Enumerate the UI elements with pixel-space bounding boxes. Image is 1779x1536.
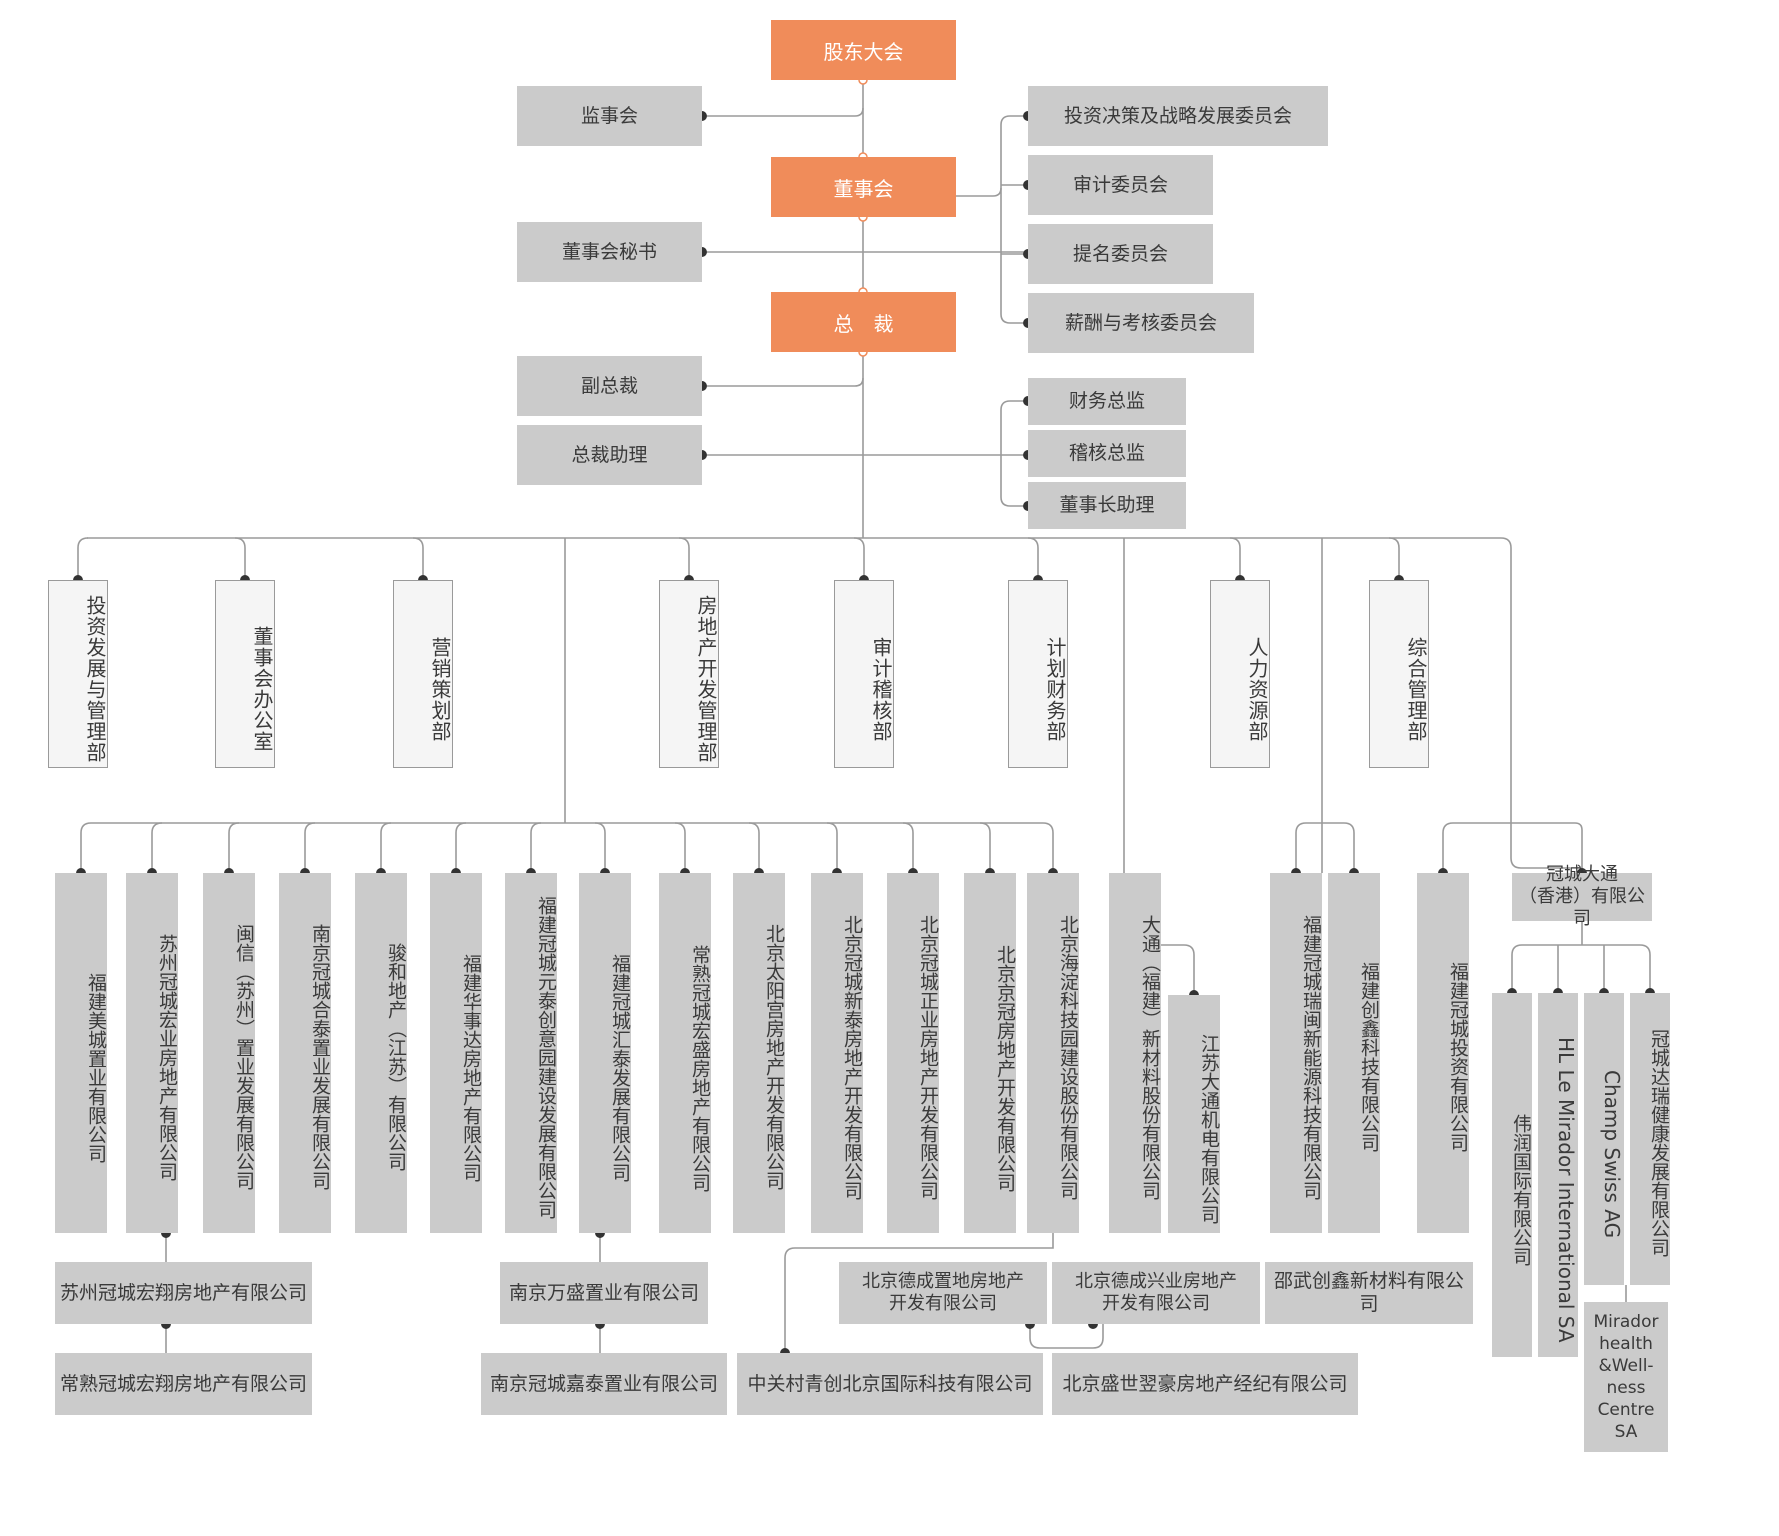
- connector-line: [853, 537, 865, 580]
- board-secretary-box: 董事会秘书: [517, 222, 702, 282]
- guancheng-investment-box: 福建冠城投资有限公司: [1417, 873, 1469, 1233]
- mirador-wellness-box: Mirador health &Well- ness Centre SA: [1584, 1302, 1668, 1452]
- subsidiary-box: 骏和地产（江苏）有限公司: [355, 873, 407, 1233]
- connector-line: [1027, 537, 1039, 580]
- connector-line: [530, 822, 542, 873]
- shareholders-meeting-box: 股东大会: [771, 20, 956, 80]
- vice-president-box: 副总裁: [517, 356, 702, 416]
- dept-human-resources: 人力资源部: [1210, 580, 1270, 768]
- supervisory-board-box: 监事会: [517, 86, 702, 146]
- officer-audit-director: 稽核总监: [1028, 430, 1186, 477]
- datong-main-box: 大通（福建）新材料股份有限公司: [1109, 873, 1161, 1233]
- board-of-directors-box: 董事会: [771, 157, 956, 217]
- hk-holding-box: 冠城大通 （香港）有限公司: [1512, 864, 1652, 929]
- committee-nomination: 提名委员会: [1028, 224, 1213, 284]
- connector-line: [784, 1233, 1054, 1353]
- subsidiary-box: 常熟冠城宏盛房地产有限公司: [659, 873, 711, 1233]
- dept-audit: 审计稽核部: [834, 580, 894, 768]
- connector-line: [1000, 400, 1028, 507]
- officer-chairman-assistant: 董事长助理: [1028, 482, 1186, 529]
- ruimin-energy-box: 福建冠城瑞闽新能源科技有限公司: [1270, 873, 1322, 1233]
- connector-line: [902, 822, 914, 873]
- connector-line: [678, 537, 690, 580]
- connector-line: [304, 822, 316, 873]
- connector-line: [80, 822, 92, 873]
- zhongguancun-box: 中关村青创北京国际科技有限公司: [737, 1353, 1043, 1415]
- connector-line: [826, 822, 838, 873]
- nanjing-jiatai-box: 南京冠城嘉泰置业有限公司: [481, 1353, 727, 1415]
- connector-line: [380, 822, 392, 873]
- dept-real-estate-development: 房地产开发管理部: [659, 580, 719, 768]
- connector-line: [412, 537, 424, 580]
- connector-line: [1124, 944, 1195, 995]
- hk-sub-weirun: 伟润国际有限公司: [1492, 993, 1532, 1357]
- connector-line: [702, 107, 864, 117]
- connector-line: [1229, 537, 1241, 580]
- hk-sub-le-mirador: HL Le Mirador International SA: [1538, 993, 1578, 1357]
- subsidiary-box: 苏州冠城宏业房地产有限公司: [126, 873, 178, 1233]
- datong-sub-box: 江苏大通机电有限公司: [1168, 995, 1220, 1233]
- connector-line: [151, 822, 163, 873]
- dept-investment-development: 投资发展与管理部: [48, 580, 108, 768]
- connector-line: [1388, 537, 1400, 580]
- shaowu-box: 邵武创鑫新材料有限公司: [1265, 1262, 1473, 1324]
- subsidiary-box: 闽信（苏州）置业发展有限公司: [203, 873, 255, 1233]
- dept-general-management: 综合管理部: [1369, 580, 1429, 768]
- subsidiary-box: 福建冠城汇泰发展有限公司: [579, 873, 631, 1233]
- connector-line: [594, 822, 606, 873]
- connector-line: [1500, 537, 1570, 869]
- hk-sub-darui-health: 冠城达瑞健康发展有限公司: [1630, 993, 1670, 1285]
- connector-line: [234, 537, 246, 580]
- subsidiary-box: 北京京冠房地产开发有限公司: [964, 873, 1016, 1233]
- hk-sub-champ-swiss: Champ Swiss AG: [1584, 993, 1624, 1285]
- connector-line: [1295, 822, 1355, 873]
- president-box: 总 裁: [771, 292, 956, 352]
- connector-line: [748, 822, 760, 873]
- subsidiary-box: 南京冠城合泰置业发展有限公司: [279, 873, 331, 1233]
- decheng-zhidi-box: 北京德成置地房地产 开发有限公司: [839, 1262, 1047, 1324]
- subsidiary-box: 福建冠城元泰创意园建设发展有限公司: [505, 873, 557, 1233]
- dept-board-office: 董事会办公室: [215, 580, 275, 768]
- committee-audit: 审计委员会: [1028, 155, 1213, 215]
- connector-line: [455, 822, 467, 873]
- subsidiary-box: 北京海淀科技园建设股份有限公司: [1027, 873, 1079, 1233]
- committee-investment-strategy: 投资决策及战略发展委员会: [1028, 86, 1328, 146]
- connector-line: [674, 822, 686, 873]
- committee-remuneration: 薪酬与考核委员会: [1028, 293, 1254, 353]
- dept-marketing: 营销策划部: [393, 580, 453, 768]
- dept-planning-finance: 计划财务部: [1008, 580, 1068, 768]
- nanjing-wansheng-box: 南京万盛置业有限公司: [500, 1262, 708, 1324]
- connector-line: [228, 822, 240, 873]
- shengshi-box: 北京盛世翌豪房地产经纪有限公司: [1052, 1353, 1358, 1415]
- subsidiary-box: 福建华事达房地产有限公司: [430, 873, 482, 1233]
- subsidiary-box: 北京冠城新泰房地产开发有限公司: [811, 873, 863, 1233]
- suzhou-hongxiang-box: 苏州冠城宏翔房地产有限公司: [55, 1262, 312, 1324]
- decheng-xingye-box: 北京德成兴业房地产 开发有限公司: [1052, 1262, 1260, 1324]
- connector-line: [1029, 1324, 1104, 1349]
- changshu-hongxiang-box: 常熟冠城宏翔房地产有限公司: [55, 1353, 312, 1415]
- connector-line: [1511, 944, 1651, 993]
- president-assistant-box: 总裁助理: [517, 425, 702, 485]
- connector-line: [1042, 822, 1054, 873]
- subsidiary-box: 北京太阳宫房地产开发有限公司: [733, 873, 785, 1233]
- connector-line: [1000, 115, 1028, 324]
- officer-cfo: 财务总监: [1028, 378, 1186, 425]
- subsidiary-box: 福建美城置业有限公司: [55, 873, 107, 1233]
- connector-line: [702, 377, 864, 387]
- connector-line: [77, 537, 89, 580]
- connector-line: [979, 822, 991, 873]
- connector-line: [1442, 822, 1583, 873]
- subsidiary-box: 北京冠城正业房地产开发有限公司: [887, 873, 939, 1233]
- chuangxin-tech-box: 福建创鑫科技有限公司: [1328, 873, 1380, 1233]
